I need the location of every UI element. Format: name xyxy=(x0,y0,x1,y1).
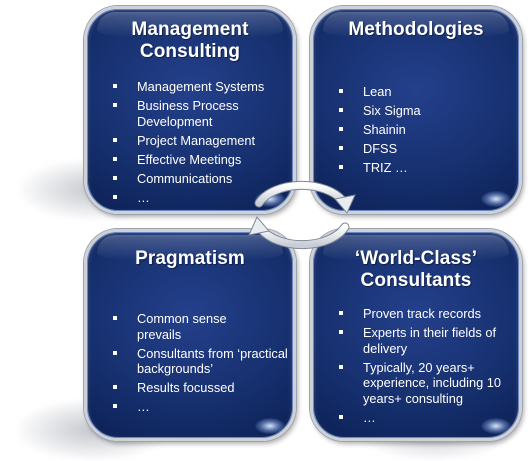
quadrant-methodologies: Methodologies Lean Six Sigma Shainin DFS… xyxy=(310,6,522,214)
list-item: Typically, 20 years+ experience, includi… xyxy=(339,360,519,407)
quadrant-list: Common sense prevails Consultants from ‘… xyxy=(113,311,291,418)
quadrant-list: Management Systems Business Process Deve… xyxy=(113,79,293,209)
quadrant-world-class-consultants: ‘World-Class’ Consultants Proven track r… xyxy=(310,229,522,441)
list-item: Effective Meetings xyxy=(113,152,293,168)
list-item: DFSS xyxy=(339,141,509,157)
list-item: TRIZ … xyxy=(339,160,509,176)
list-item: … xyxy=(113,399,291,415)
list-item: Business Process Development xyxy=(113,98,293,129)
corner-glow xyxy=(255,418,285,434)
circular-cycle-arrows-icon xyxy=(248,180,356,250)
quadrant-title: ‘World-Class’ Consultants xyxy=(354,248,478,291)
list-item: Shainin xyxy=(339,122,509,138)
list-item: Proven track records xyxy=(339,306,519,322)
quadrant-title: Pragmatism xyxy=(135,248,245,269)
quadrant-pragmatism: Pragmatism Common sense prevails Consult… xyxy=(84,229,296,441)
list-item: … xyxy=(339,410,519,426)
list-item: Management Systems xyxy=(113,79,293,95)
list-item: … xyxy=(113,190,293,206)
list-item: Communications xyxy=(113,171,293,187)
list-item: Results focussed xyxy=(113,380,291,396)
list-item: Project Management xyxy=(113,133,293,149)
cycle-arrow-upper xyxy=(254,180,356,214)
list-item: Six Sigma xyxy=(339,103,509,119)
list-item: Lean xyxy=(339,84,509,100)
quadrant-list: Lean Six Sigma Shainin DFSS TRIZ … xyxy=(339,84,509,179)
quadrant-management-consulting: Management Consulting Management Systems… xyxy=(84,6,296,214)
quadrant-list: Proven track records Experts in their fi… xyxy=(339,306,519,429)
list-item: Common sense prevails xyxy=(113,311,291,342)
list-item: Consultants from ‘practical backgrounds’ xyxy=(113,346,291,377)
list-item: Experts in their fields of delivery xyxy=(339,325,519,356)
cycle-arrow-lower xyxy=(248,216,350,250)
quadrant-title: Management Consulting xyxy=(131,19,249,62)
quadrant-title: Methodologies xyxy=(348,19,484,40)
corner-glow xyxy=(481,191,511,207)
